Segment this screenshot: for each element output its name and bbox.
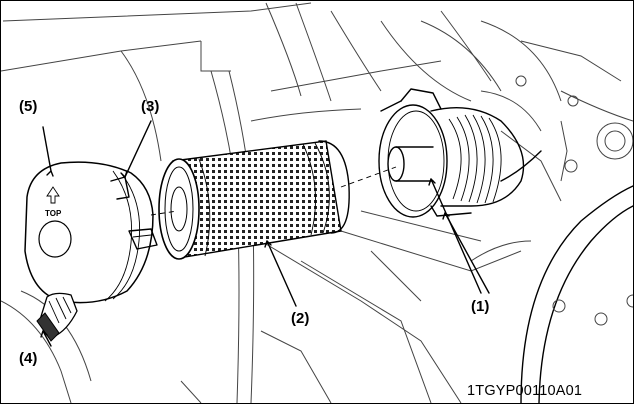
leader-lines (40, 120, 490, 347)
callout-5: (5) (19, 98, 37, 115)
cover-top-label: TOP (45, 209, 62, 218)
air-cleaner-cover: TOP (24, 161, 158, 342)
assembly-axis-line (150, 166, 397, 216)
callout-2: (2) (291, 310, 309, 327)
air-cleaner-body (378, 88, 542, 218)
callout-1: (1) (471, 298, 489, 315)
callout-3: (3) (141, 98, 159, 115)
figure-code: 1TGYP00110A01 (467, 383, 582, 399)
filter-element (158, 140, 350, 260)
callout-4: (4) (19, 350, 37, 367)
